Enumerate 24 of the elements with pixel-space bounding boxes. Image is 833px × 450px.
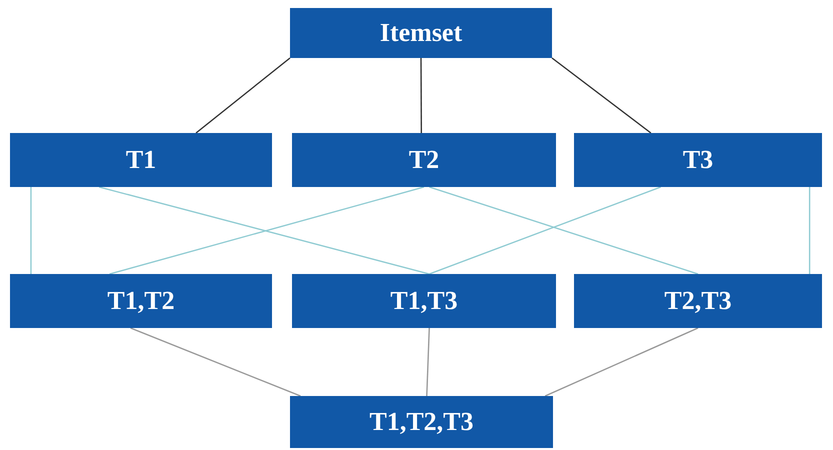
connector-line (30, 187, 32, 274)
set-label: T1 (126, 145, 156, 175)
set-label: T1,T3 (390, 286, 458, 316)
set-box (574, 133, 822, 187)
connector-line (426, 328, 430, 396)
set-label: T3 (682, 145, 714, 175)
set-box (574, 274, 822, 328)
set-label: T2 (408, 145, 440, 175)
connector-line (196, 58, 290, 134)
set-box (290, 8, 552, 58)
set-label: T1,T2,T3 (369, 407, 474, 437)
connector-line (544, 327, 698, 397)
set-label: Itemset (380, 18, 462, 48)
connector-line (420, 58, 422, 133)
set-box (10, 133, 272, 187)
connector-line (552, 57, 652, 134)
set-box (292, 133, 556, 187)
set-label: T1,T2 (107, 286, 175, 316)
connector-line (808, 187, 810, 274)
set-box (290, 396, 553, 448)
connector-line (130, 327, 301, 397)
set-box (10, 274, 272, 328)
set-box (292, 274, 556, 328)
set-label: T2,T3 (664, 286, 732, 316)
